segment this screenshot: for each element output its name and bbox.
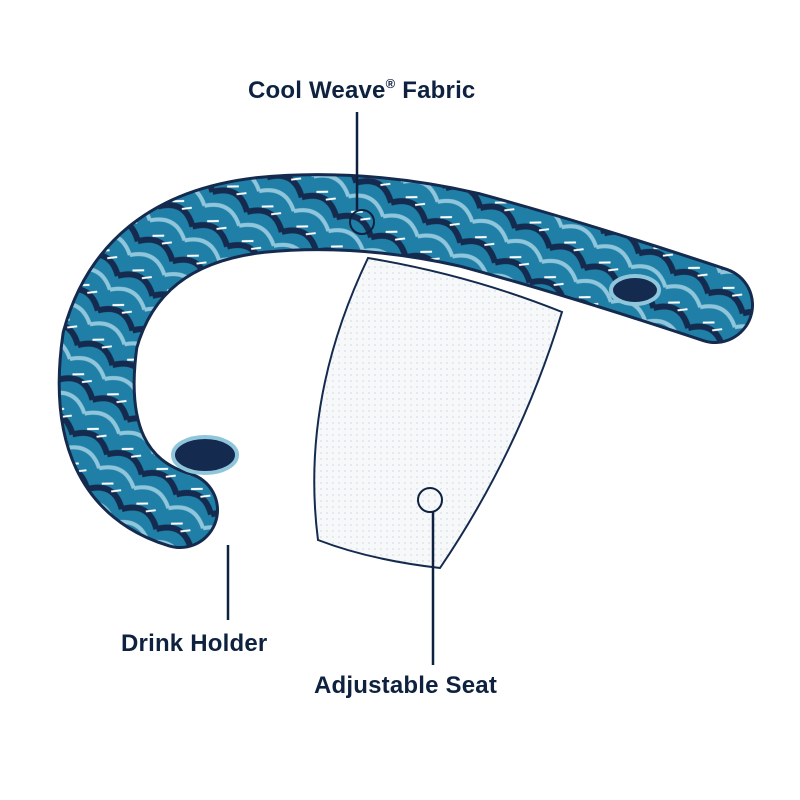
seat-callout-label: Adjustable Seat	[314, 672, 498, 699]
adjustable-seat-mesh	[313, 256, 564, 570]
seat-callout-marker	[417, 487, 443, 513]
drink-holder-right	[609, 274, 661, 306]
fabric-callout-marker	[349, 209, 375, 235]
drink-holder-callout-label: Drink Holder	[121, 630, 268, 657]
fabric-callout-label: Cool Weave® Fabric	[248, 76, 476, 104]
drink-holder-left	[171, 435, 239, 475]
